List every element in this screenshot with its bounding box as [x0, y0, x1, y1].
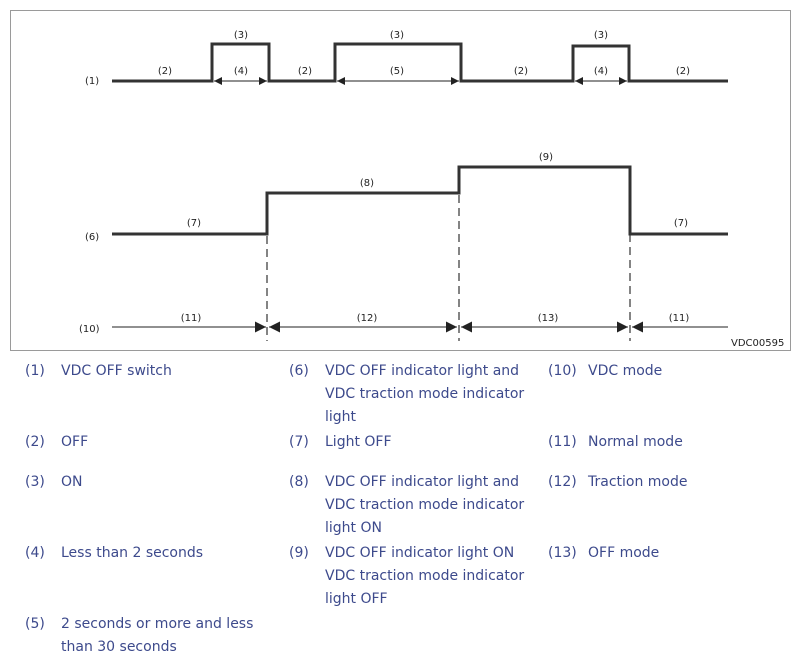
- legend-text: VDC OFF indicator light ON VDC traction …: [325, 545, 525, 607]
- row-label-indicator: (6): [85, 232, 99, 243]
- figure-code: VDC00595: [731, 338, 784, 349]
- switch-label-off-4: (2): [676, 66, 690, 77]
- mode-label-normal-1: (11): [181, 313, 202, 324]
- indicator-label-off-on: (9): [539, 152, 553, 163]
- legend-num: (12): [548, 474, 577, 490]
- legend-text: VDC OFF indicator light and VDC traction…: [325, 363, 525, 425]
- legend-text: OFF mode: [588, 545, 660, 561]
- switch-label-off-1: (2): [158, 66, 172, 77]
- timing-diagram-svg: (1) (6) (10) (2) (3) (4) (2) (3) (5) (2)…: [79, 30, 784, 349]
- switch-label-short-1: (4): [234, 66, 248, 77]
- mode-label-normal-2: (11): [669, 313, 690, 324]
- timing-diagram: (1) (6) (10) (2) (3) (4) (2) (3) (5) (2)…: [10, 10, 791, 351]
- indicator-label-off-2: (7): [674, 218, 688, 229]
- mode-label-traction: (12): [357, 313, 378, 324]
- legend-num: (3): [25, 474, 45, 490]
- legend-text: VDC OFF switch: [61, 363, 172, 379]
- legend-num: (5): [25, 616, 45, 632]
- legend-text: Light OFF: [325, 434, 392, 450]
- indicator-label-off-1: (7): [187, 218, 201, 229]
- switch-label-short-2: (4): [594, 66, 608, 77]
- legend-num: (13): [548, 545, 577, 561]
- switch-label-off-2: (2): [298, 66, 312, 77]
- legend-text: Traction mode: [588, 474, 688, 490]
- switch-label-on-2: (3): [390, 30, 404, 41]
- legend-text: OFF: [61, 434, 89, 450]
- indicator-waveform: [112, 165, 728, 236]
- legend-text: Less than 2 seconds: [61, 545, 204, 561]
- legend-num: (11): [548, 434, 577, 450]
- legend-num: (8): [289, 474, 309, 490]
- switch-label-off-3: (2): [514, 66, 528, 77]
- legend-num: (4): [25, 545, 45, 561]
- legend-text: VDC OFF indicator light and VDC traction…: [325, 474, 525, 536]
- legend-num: (10): [548, 363, 577, 379]
- legend-num: (2): [25, 434, 45, 450]
- legend-text: 2 seconds or more and less than 30 secon…: [61, 616, 254, 655]
- indicator-label-both-on: (8): [360, 178, 374, 189]
- legend-num: (9): [289, 545, 309, 561]
- legend-num: (6): [289, 363, 309, 379]
- row-label-mode: (10): [79, 324, 100, 335]
- legend-text: ON: [61, 474, 83, 490]
- switch-label-on-3: (3): [594, 30, 608, 41]
- switch-label-on-1: (3): [234, 30, 248, 41]
- mode-label-off: (13): [538, 313, 559, 324]
- switch-waveform: [112, 42, 728, 83]
- row-label-switch: (1): [85, 76, 99, 87]
- legend-num: (1): [25, 363, 45, 379]
- switch-label-long: (5): [390, 66, 404, 77]
- legend-text: Normal mode: [588, 434, 683, 450]
- legend-text: VDC mode: [588, 363, 663, 379]
- legend-num: (7): [289, 434, 309, 450]
